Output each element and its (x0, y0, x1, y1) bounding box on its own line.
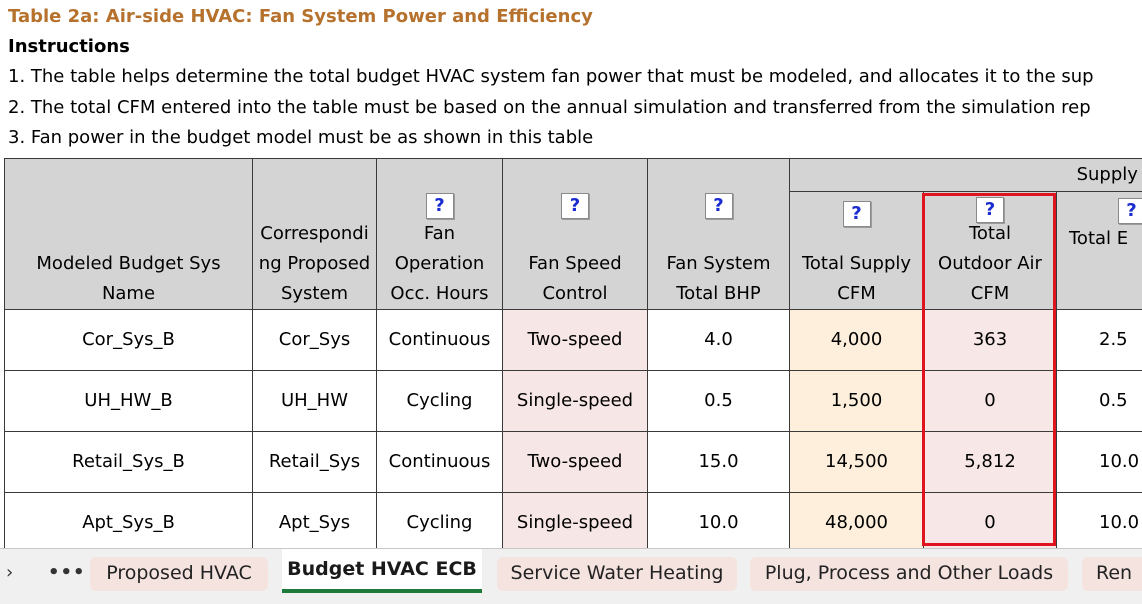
header-line: CFM (970, 283, 1010, 304)
header-cell[interactable]: ? Total Outdoor Air CFM (923, 191, 1057, 310)
cell-supply-cfm[interactable]: 14,500 (789, 431, 924, 493)
tab-budget-hvac-ecb[interactable]: Budget HVAC ECB (282, 549, 482, 593)
cell-total-e[interactable]: 10.0 (1055, 492, 1142, 548)
cell-supply-cfm[interactable]: 1,500 (789, 370, 924, 432)
cell-bhp[interactable]: 15.0 (647, 431, 790, 493)
header-line: Operation (394, 253, 485, 274)
help-button[interactable]: ? (425, 193, 454, 219)
cell-supply-cfm[interactable]: 4,000 (789, 309, 924, 371)
scroll-tabs-icon[interactable]: › (6, 562, 14, 583)
supply-group-header[interactable]: Supply F (788, 158, 1142, 192)
cell-sys-name[interactable]: UH_HW_B (4, 370, 253, 432)
header-line: CFM (837, 283, 876, 304)
instruction-line-2: 2. The total CFM entered into the table … (8, 97, 1091, 118)
cell-operation[interactable]: Cycling (376, 492, 503, 548)
instruction-line-3: 3. Fan power in the budget model must be… (8, 127, 594, 148)
header-line: Name (101, 283, 156, 304)
help-button[interactable]: ? (976, 197, 1004, 223)
table-row: UH_HW_B UH_HW Cycling Single-speed 0.5 1… (4, 370, 1142, 432)
header-line: Fan Speed (528, 253, 622, 274)
header-line: Modeled Budget Sys (36, 253, 221, 274)
cell-sys-name[interactable]: Retail_Sys_B (4, 431, 253, 493)
header-line: Outdoor Air (938, 253, 1042, 274)
cell-proposed-system[interactable]: Cor_Sys (252, 309, 377, 371)
spreadsheet-grid: Modeled Budget Sys Name Correspondi ng P… (0, 158, 1142, 548)
instruction-line-1: 1. The table helps determine the total b… (8, 66, 1094, 87)
header-line: Total (968, 223, 1012, 244)
cell-speed-control[interactable]: Single-speed (502, 492, 648, 548)
cell-sys-name[interactable]: Apt_Sys_B (4, 492, 253, 548)
header-line: Total Supply (801, 253, 912, 274)
cell-bhp[interactable]: 0.5 (647, 370, 790, 432)
header-line: Control (542, 283, 608, 304)
tab-proposed-hvac[interactable]: Proposed HVAC (90, 557, 268, 591)
cell-sys-name[interactable]: Cor_Sys_B (4, 309, 253, 371)
table-row: Retail_Sys_B Retail_Sys Continuous Two-s… (4, 431, 1142, 493)
header-cell[interactable]: Modeled Budget Sys Name (4, 158, 253, 310)
cell-speed-control[interactable]: Two-speed (502, 309, 648, 371)
cell-total-e[interactable]: 10.0 (1055, 431, 1142, 493)
table-row: Apt_Sys_B Apt_Sys Cycling Single-speed 1… (4, 492, 1142, 548)
cell-operation[interactable]: Cycling (376, 370, 503, 432)
cell-outdoor-air-cfm[interactable]: 0 (923, 370, 1057, 432)
cell-proposed-system[interactable]: UH_HW (252, 370, 377, 432)
cell-bhp[interactable]: 4.0 (647, 309, 790, 371)
cell-speed-control[interactable]: Two-speed (502, 431, 648, 493)
cell-operation[interactable]: Continuous (376, 431, 503, 493)
header-cell[interactable]: ? Total E (1055, 191, 1142, 310)
cell-total-e[interactable]: 0.5 (1055, 370, 1142, 432)
fan-system-table: Modeled Budget Sys Name Correspondi ng P… (4, 158, 1142, 548)
header-line: Correspondi (260, 223, 369, 244)
header-cell[interactable]: ? Fan Operation Occ. Hours (376, 158, 503, 310)
header-line: Total E (1069, 228, 1129, 249)
cell-proposed-system[interactable]: Retail_Sys (252, 431, 377, 493)
header-line: ng Proposed (258, 253, 371, 274)
header-cell[interactable]: ? Fan System Total BHP (647, 158, 790, 310)
help-button[interactable]: ? (842, 201, 871, 227)
instructions-heading: Instructions (8, 36, 130, 57)
header-cell[interactable]: ? Total Supply CFM (789, 191, 924, 310)
cell-supply-cfm[interactable]: 48,000 (789, 492, 924, 548)
table-title: Table 2a: Air-side HVAC: Fan System Powe… (8, 6, 593, 27)
sheet-tab-bar: › ••• Proposed HVAC Budget HVAC ECB Serv… (0, 548, 1142, 604)
cell-total-e[interactable]: 2.5 (1055, 309, 1142, 371)
cell-outdoor-air-cfm[interactable]: 0 (923, 492, 1057, 548)
header-line: Fan System (666, 253, 771, 274)
header-cell[interactable]: Correspondi ng Proposed System (252, 158, 377, 310)
cell-operation[interactable]: Continuous (376, 309, 503, 371)
supply-group-label: Supply F (1076, 164, 1142, 185)
header-line: Occ. Hours (390, 283, 489, 304)
table-row: Cor_Sys_B Cor_Sys Continuous Two-speed 4… (4, 309, 1142, 371)
cell-outdoor-air-cfm[interactable]: 5,812 (923, 431, 1057, 493)
header-line: Total BHP (676, 283, 761, 304)
header-line: System (280, 283, 349, 304)
cell-outdoor-air-cfm[interactable]: 363 (923, 309, 1057, 371)
tab-renewables[interactable]: Ren (1082, 557, 1142, 591)
cell-bhp[interactable]: 10.0 (647, 492, 790, 548)
tab-plug-process-loads[interactable]: Plug, Process and Other Loads (750, 557, 1068, 591)
cell-speed-control[interactable]: Single-speed (502, 370, 648, 432)
help-button[interactable]: ? (561, 193, 589, 219)
header-cell[interactable]: ? Fan Speed Control (502, 158, 648, 310)
more-tabs-icon[interactable]: ••• (48, 562, 86, 583)
help-button[interactable]: ? (704, 193, 733, 219)
cell-proposed-system[interactable]: Apt_Sys (252, 492, 377, 548)
help-button[interactable]: ? (1117, 198, 1142, 224)
tab-service-water-heating[interactable]: Service Water Heating (497, 557, 737, 591)
header-line: Fan (423, 223, 456, 244)
